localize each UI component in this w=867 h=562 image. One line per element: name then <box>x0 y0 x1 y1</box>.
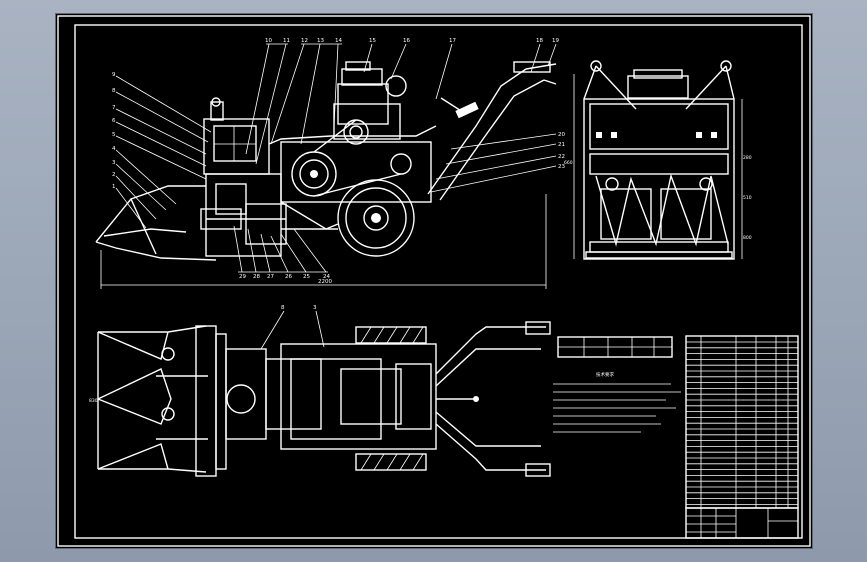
part-number-25: 25 <box>303 274 310 280</box>
part-number-18: 18 <box>536 38 543 44</box>
cad-drawing-viewport[interactable]: 2200 10 11 12 13 14 15 16 17 18 19 <box>56 14 812 548</box>
dim-plan-width: 830 <box>89 398 98 404</box>
outer-frame <box>57 15 811 547</box>
plan-view: 8 3 830 <box>89 305 551 477</box>
part-number-7: 7 <box>112 105 116 111</box>
dim-end-510: 510 <box>743 195 752 201</box>
part-number-8: 8 <box>112 88 116 94</box>
part-number-2: 2 <box>112 172 116 178</box>
dim-end-280: 280 <box>743 155 752 161</box>
dim-end-660: 660 <box>564 160 573 166</box>
part-number-11: 11 <box>283 38 290 44</box>
dim-end-800: 800 <box>743 235 752 241</box>
part-number-17: 17 <box>449 38 456 44</box>
plan-label-8: 8 <box>281 305 285 311</box>
part-number-6: 6 <box>112 118 116 124</box>
part-number-26: 26 <box>285 274 292 280</box>
engineering-drawing: 2200 10 11 12 13 14 15 16 17 18 19 <box>57 15 811 547</box>
part-number-3: 3 <box>112 160 116 166</box>
plan-label-3: 3 <box>313 305 317 311</box>
part-number-28: 28 <box>253 274 260 280</box>
part-number-15: 15 <box>369 38 376 44</box>
part-number-19: 19 <box>552 38 559 44</box>
part-number-10: 10 <box>265 38 272 44</box>
end-view: 280 510 800 660 <box>564 60 752 260</box>
part-number-14: 14 <box>335 38 342 44</box>
part-number-24: 24 <box>323 274 330 280</box>
part-number-29: 29 <box>239 274 246 280</box>
part-number-4: 4 <box>112 146 116 152</box>
dim-overall-length: 2200 <box>318 279 332 285</box>
tech-notes-title: 技术要求 <box>596 371 614 378</box>
part-number-1: 1 <box>112 184 116 190</box>
side-view: 2200 10 11 12 13 14 15 16 17 18 19 <box>95 38 565 289</box>
title-block <box>685 507 799 539</box>
inner-frame <box>74 24 803 539</box>
part-number-21: 21 <box>558 142 565 148</box>
part-number-13: 13 <box>317 38 324 44</box>
part-number-9: 9 <box>112 72 116 78</box>
technical-notes: 技术要求 <box>553 336 681 433</box>
part-number-12: 12 <box>301 38 308 44</box>
part-number-22: 22 <box>558 154 565 160</box>
part-number-5: 5 <box>112 132 116 138</box>
part-number-27: 27 <box>267 274 274 280</box>
parts-list-table <box>685 335 799 509</box>
part-number-16: 16 <box>403 38 410 44</box>
part-number-23: 23 <box>558 164 565 170</box>
part-number-20: 20 <box>558 132 565 138</box>
